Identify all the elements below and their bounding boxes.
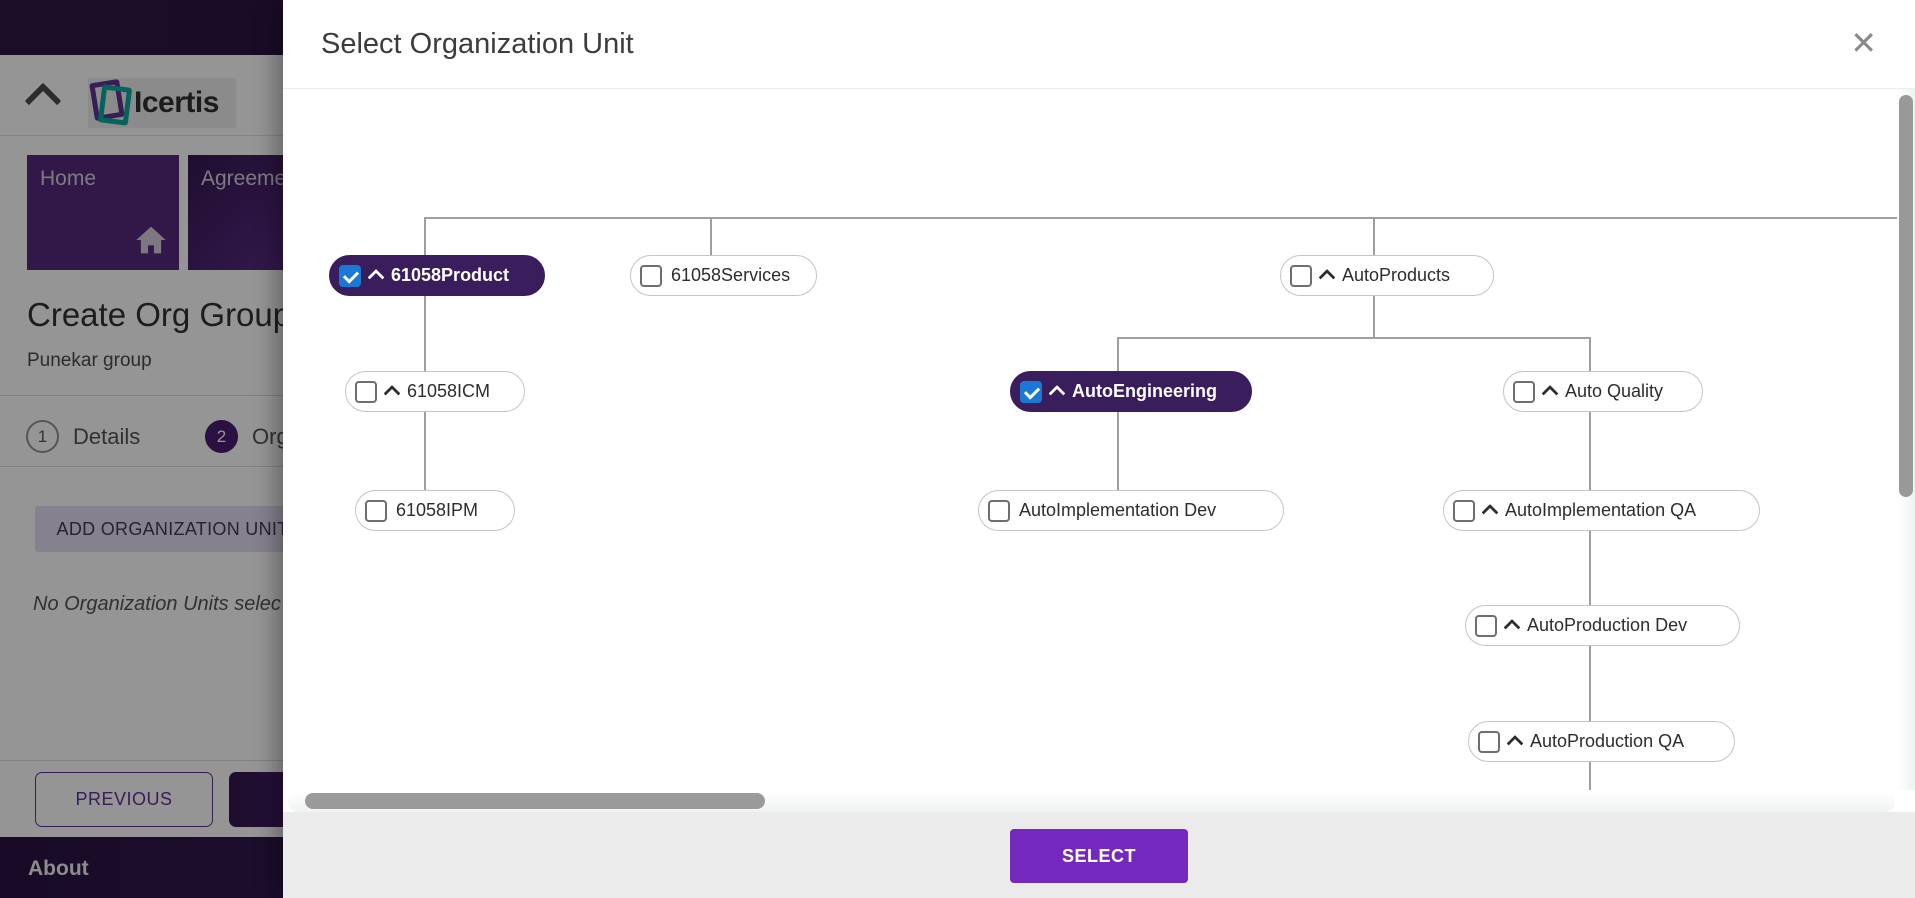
step-label: Org [252,423,289,449]
node-label: AutoProducts [1342,265,1451,285]
node-label: AutoProduction QA [1530,731,1685,751]
step-details[interactable]: 1 Details [26,420,140,453]
step-number: 2 [205,420,238,453]
node-label: 61058Services [671,265,791,285]
checkbox-unchecked[interactable] [1290,264,1312,287]
tree-connector [1589,645,1591,722]
tree-connector [1589,530,1591,606]
home-icon [135,225,167,260]
nav-tile-label: Agreeme [201,167,287,190]
divider [0,466,420,467]
checkbox-unchecked[interactable] [355,380,377,403]
modal-title: Select Organization Unit [321,28,634,60]
checkbox-unchecked[interactable] [640,264,662,287]
empty-org-units-message: No Organization Units selec [33,593,281,615]
tree-connector [1117,337,1119,372]
tree-node-auto-quality[interactable]: Auto Quality [1503,371,1703,412]
node-label: AutoEngineering [1072,381,1217,401]
checkbox-unchecked[interactable] [988,499,1010,522]
horizontal-scrollbar-track[interactable] [288,791,1895,812]
select-org-unit-modal: Select Organization Unit ✕ 61058Product 6… [283,0,1915,898]
chevron-up-icon[interactable] [367,268,385,286]
checkbox-unchecked[interactable] [1453,499,1475,522]
vertical-scrollbar-thumb[interactable] [1899,95,1913,497]
tree-connector [424,217,1897,219]
tree-connector [424,217,426,256]
node-label: AutoImplementation Dev [1019,500,1217,520]
tree-connector [1589,412,1591,491]
checkbox-unchecked[interactable] [1475,614,1497,637]
node-label: AutoProduction Dev [1527,615,1688,635]
tree-node-61058services[interactable]: 61058Services [630,255,817,296]
checkbox-checked[interactable] [339,264,361,287]
tree-node-autoengineering[interactable]: AutoEngineering [1010,371,1252,412]
node-label: 61058ICM [407,381,491,401]
tree-node-61058icm[interactable]: 61058ICM [345,371,525,412]
horizontal-scrollbar-thumb[interactable] [305,793,765,809]
tree-connector [424,295,426,372]
modal-footer: SELECT [283,812,1915,898]
tree-connector [1117,337,1591,339]
divider [0,760,420,761]
page-subtitle: Punekar group [27,350,152,371]
step-org[interactable]: 2 Org [205,420,289,453]
chevron-up-icon[interactable] [383,384,401,402]
checkbox-unchecked[interactable] [365,499,387,522]
tree-connector [424,412,426,491]
nav-tile-label: Home [40,167,97,190]
step-label: Details [73,423,141,449]
tree-connector [1117,412,1119,491]
tree-node-61058ipm[interactable]: 61058IPM [355,490,515,531]
chevron-up-icon[interactable] [1503,618,1521,636]
tree-node-61058product[interactable]: 61058Product [329,255,545,296]
vertical-scrollbar-track[interactable] [1897,89,1915,790]
chevron-up-icon[interactable] [1541,384,1559,402]
tree-node-autoproduction-qa[interactable]: AutoProduction QA [1468,721,1735,762]
tree-node-autoproduction-dev[interactable]: AutoProduction Dev [1465,605,1740,646]
nav-tile-home[interactable]: Home [27,155,179,270]
logo-text: Icertis [134,86,219,119]
chevron-up-icon[interactable] [1318,268,1336,286]
tree-connector [1373,295,1375,338]
select-button[interactable]: SELECT [1010,829,1188,883]
chevron-up-icon[interactable] [1506,734,1524,752]
checkbox-unchecked[interactable] [1513,380,1535,403]
tree-node-autoimplementation-qa[interactable]: AutoImplementation QA [1443,490,1760,531]
add-organization-unit-button[interactable]: ADD ORGANIZATION UNIT [35,506,310,552]
checkbox-unchecked[interactable] [1478,730,1500,753]
divider [0,395,420,396]
chevron-up-icon[interactable] [1481,503,1499,521]
step-number: 1 [26,420,59,453]
previous-button[interactable]: PREVIOUS [35,772,213,827]
chevron-up-icon[interactable] [1048,384,1066,402]
page-title: Create Org Group [27,296,292,333]
node-label: 61058IPM [396,500,479,520]
divider [283,88,1915,89]
close-icon[interactable]: ✕ [1844,26,1883,60]
tree-connector [1589,337,1591,372]
node-label: 61058Product [391,265,510,285]
tree-connector [1373,217,1375,256]
tree-connector [1589,761,1591,790]
node-label: AutoImplementation QA [1505,500,1697,520]
icertis-logo[interactable]: Icertis [88,78,236,128]
tree-node-autoproducts[interactable]: AutoProducts [1280,255,1494,296]
tree-node-autoimplementation-dev[interactable]: AutoImplementation Dev [978,490,1284,531]
checkbox-checked[interactable] [1020,380,1042,403]
node-label: Auto Quality [1565,381,1664,401]
about-link[interactable]: About [28,857,89,880]
tree-connector [710,217,712,256]
